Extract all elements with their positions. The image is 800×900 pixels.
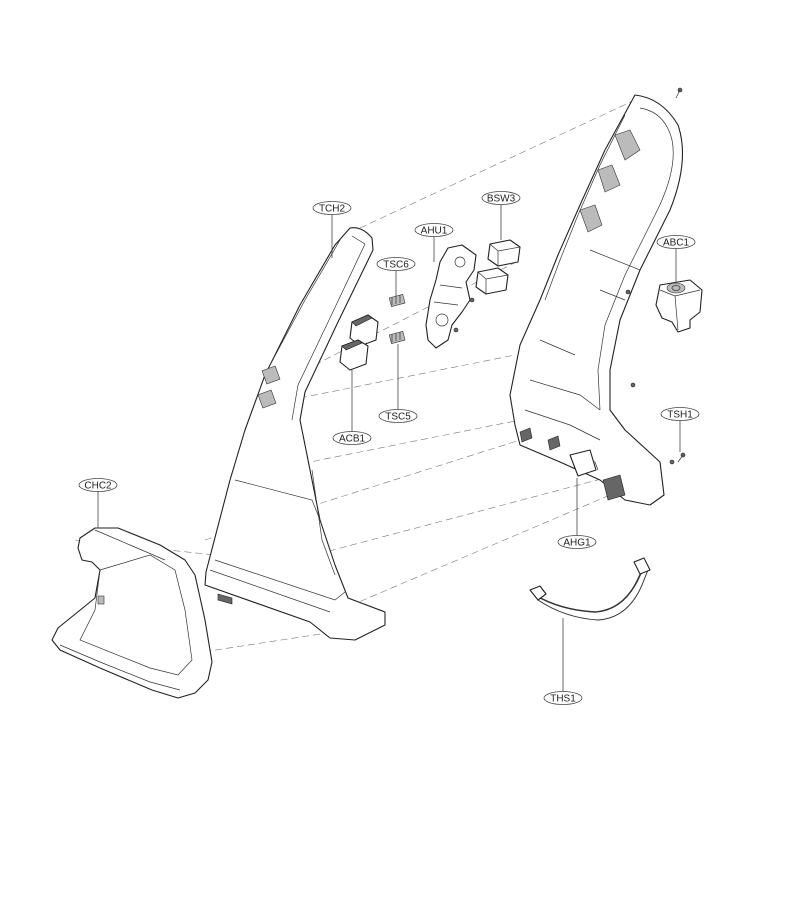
label-ths1: THS1	[550, 694, 576, 705]
part-abc1-cap	[655, 279, 703, 333]
part-acb1-buttons	[339, 314, 379, 371]
callout-bsw3: BSW3	[481, 191, 521, 240]
callout-ahg1: AHG1	[557, 478, 597, 549]
part-tsc6-spring	[388, 293, 406, 308]
callout-tsc5: TSC5	[378, 344, 418, 423]
label-tsh1: TSH1	[667, 410, 693, 421]
label-tsc6: TSC6	[383, 260, 409, 271]
part-tsc5-spring	[388, 330, 406, 345]
part-rear-housing	[509, 87, 686, 506]
part-chc2-base-stand	[51, 527, 213, 699]
label-abc1: ABC1	[663, 238, 690, 249]
part-tch2-front-column	[204, 227, 386, 641]
part-ths1-wire-harness	[529, 557, 651, 621]
callout-acb1: ACB1	[332, 370, 372, 445]
label-ahg1: AHG1	[563, 538, 591, 549]
part-ahg1-hinge	[569, 449, 597, 477]
label-chc2: CHC2	[84, 481, 112, 492]
part-ahu1-bracket	[425, 244, 477, 349]
callout-tch2: TCH2	[312, 201, 352, 258]
callout-ths1: THS1	[543, 618, 583, 705]
part-bsw3-switches	[475, 239, 521, 295]
callout-tsh1: TSH1	[660, 407, 700, 452]
callout-ahu1: AHU1	[414, 223, 454, 262]
label-tch2: TCH2	[319, 204, 346, 215]
label-tsc5: TSC5	[385, 412, 411, 423]
callout-tsc6: TSC6	[376, 257, 416, 296]
label-bsw3: BSW3	[487, 194, 516, 205]
label-acb1: ACB1	[339, 434, 366, 445]
label-ahu1: AHU1	[421, 226, 448, 237]
callout-chc2: CHC2	[78, 478, 118, 528]
callout-abc1: ABC1	[656, 235, 696, 283]
